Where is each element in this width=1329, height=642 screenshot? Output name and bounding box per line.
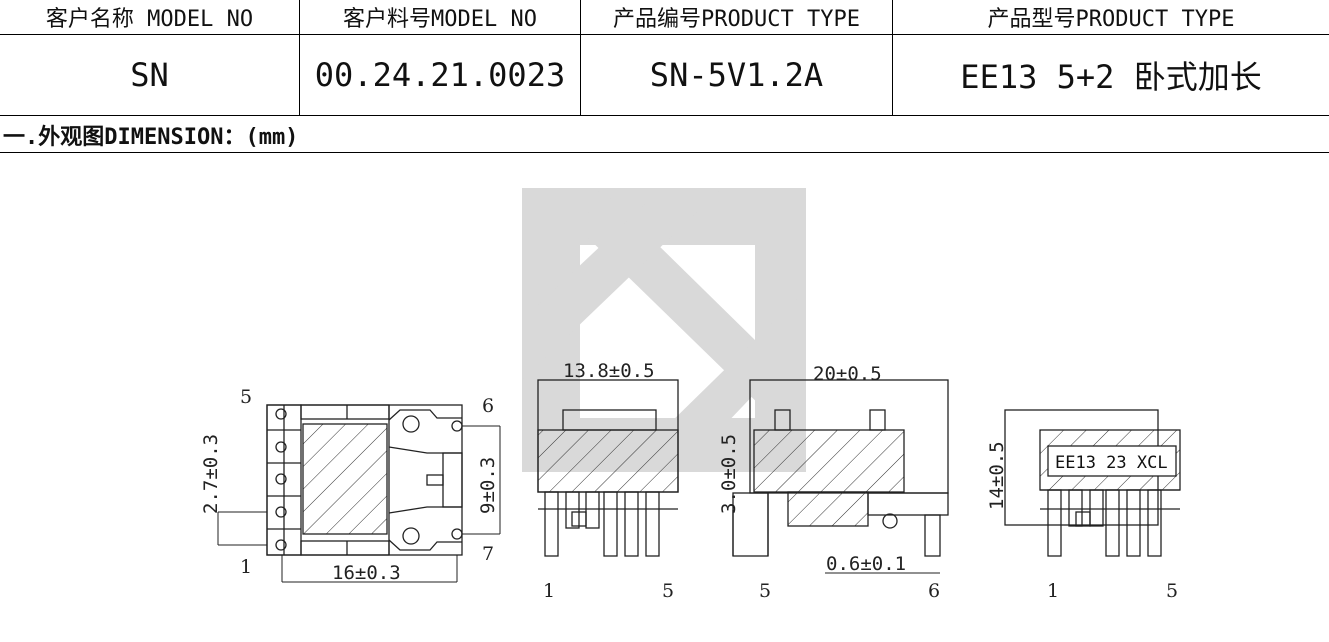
product-code-value: SN-5V1.2A xyxy=(649,56,824,94)
header-value-row: SN 00.24.21.0023 SN-5V1.2A EE13 5+2 卧式加长 xyxy=(0,35,1329,116)
customer-name-label: 客户名称 MODEL NO xyxy=(45,7,254,32)
column-divider xyxy=(580,0,581,116)
top-view-pin-1-label: 1 xyxy=(240,556,252,578)
product-type-label: 产品型号PRODUCT TYPE xyxy=(987,7,1235,32)
column-divider xyxy=(892,0,893,116)
part-marking-label: EE13 23 XCL xyxy=(1055,453,1168,473)
product-type-value: EE13 5+2 卧式加长 xyxy=(960,58,1262,96)
back-view-pin-5-label: 5 xyxy=(1166,580,1178,602)
section-divider xyxy=(0,152,1329,153)
dimension-drawing: 5 6 1 7 16±0.3 2.7±0.3 9±0.3 13.8±0.5 1 … xyxy=(200,188,1181,602)
top-view-span-dim: 9±0.3 xyxy=(477,457,499,514)
front-view xyxy=(537,379,679,557)
top-view-width-dim: 16±0.3 xyxy=(332,562,401,584)
top-view-pin-7-label: 7 xyxy=(482,543,494,565)
customer-part-value: 00.24.21.0023 xyxy=(314,56,566,94)
section-title: 一.外观图DIMENSION：(mm) xyxy=(3,125,299,150)
side-view-length-dim: 20±0.5 xyxy=(813,363,882,385)
front-view-pin-1-label: 1 xyxy=(543,580,555,602)
header-label-row: 客户名称 MODEL NO 客户料号MODEL NO 产品编号PRODUCT T… xyxy=(0,0,1329,35)
top-view-pin-5-label: 5 xyxy=(240,386,252,408)
top-view xyxy=(217,404,501,583)
front-view-pin-5-label: 5 xyxy=(662,580,674,602)
customer-name-value: SN xyxy=(130,56,169,94)
side-view-pin-dim: 0.6±0.1 xyxy=(826,553,906,575)
front-view-pins xyxy=(544,491,660,557)
top-view-pin-6-label: 6 xyxy=(482,395,494,417)
top-view-pitch-dim: 2.7±0.3 xyxy=(200,434,222,514)
customer-part-label: 客户料号MODEL NO xyxy=(343,7,537,32)
side-view-pin-6-label: 6 xyxy=(928,580,940,602)
back-view xyxy=(1004,409,1181,557)
column-divider xyxy=(299,0,300,116)
spec-header-table: 客户名称 MODEL NO 客户料号MODEL NO 产品编号PRODUCT T… xyxy=(0,0,1329,116)
back-view-pins xyxy=(1047,489,1162,557)
front-view-width-dim: 13.8±0.5 xyxy=(563,360,655,382)
side-view-height-dim: 3.0±0.5 xyxy=(718,434,740,514)
side-view-pin-5-label: 5 xyxy=(759,580,771,602)
back-view-pin-1-label: 1 xyxy=(1047,580,1059,602)
product-code-label: 产品编号PRODUCT TYPE xyxy=(613,7,860,32)
side-view xyxy=(732,379,949,574)
back-view-height-dim: 14±0.5 xyxy=(986,441,1008,510)
